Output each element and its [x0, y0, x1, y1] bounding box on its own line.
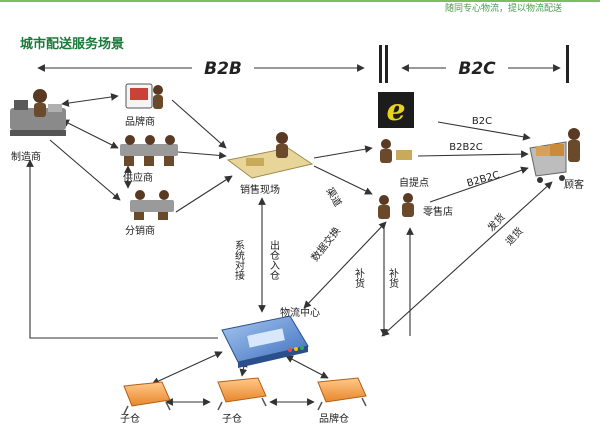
- node-customer: 顾客: [529, 128, 584, 191]
- tagline: 随同专心物流，提以物流配送: [445, 2, 562, 14]
- section-divider-right: [566, 45, 569, 83]
- node-brand: 品牌商: [125, 83, 163, 128]
- edge-brand-sales: [171, 99, 227, 149]
- page-title: 城市配送服务场景: [20, 36, 124, 52]
- edge-label-in-out: 出仓入仓: [268, 239, 280, 280]
- node-distributor: 分销商: [125, 190, 174, 237]
- retail-store-label: 零售店: [423, 205, 453, 218]
- edge-logistics-brandwh: [285, 355, 329, 379]
- svg-text:e: e: [386, 93, 405, 128]
- manufacturer-label: 制造商: [11, 150, 41, 163]
- edge-label-return: 退货: [503, 224, 526, 248]
- distributor-icon: [130, 190, 174, 220]
- node-manufacturer: 制造商: [10, 89, 66, 163]
- sub-warehouse-1-label: 子仓: [120, 412, 140, 425]
- customer-icon: [529, 128, 580, 183]
- pickup-point-icon: [380, 139, 412, 163]
- section-divider-left: [379, 45, 382, 83]
- edge-b2c: [437, 121, 531, 141]
- b2c-label: B2C: [458, 59, 496, 79]
- edge-label-restock-1: 补货: [353, 267, 365, 289]
- warehouse-icon: [217, 377, 267, 411]
- node-logistics-center: 物流中心: [221, 306, 320, 368]
- node-pickup-point: 自提点: [380, 139, 429, 189]
- edge-label-system-docking: 系统对接: [233, 240, 245, 281]
- pickup-point-label: 自提点: [399, 176, 429, 189]
- sub-warehouse-2-label: 子仓: [222, 412, 242, 425]
- edge-logistics-sub1: [151, 351, 223, 385]
- edge-manufacturer-supplier: [61, 119, 119, 149]
- manufacturer-icon: [10, 89, 66, 136]
- brand-warehouse-label: 品牌仓: [319, 412, 349, 425]
- node-sub-warehouse-1: 子仓: [120, 381, 171, 425]
- distributor-label: 分销商: [125, 224, 155, 237]
- edge-label-b2c: B2C: [472, 116, 492, 127]
- edge-distributor-sales: [175, 175, 233, 213]
- sales-site-label: 销售现场: [240, 183, 280, 196]
- retail-store-icon: [378, 193, 414, 219]
- brand-label: 品牌商: [125, 115, 155, 128]
- node-retail-store: 零售店: [378, 193, 453, 219]
- warehouse-icon: [317, 377, 367, 411]
- header-accent-line: [0, 0, 600, 2]
- edge-logistics-manufacturer: [26, 159, 218, 339]
- edge-manufacturer-brand: [61, 93, 119, 107]
- supplier-label: 供应商: [123, 171, 153, 184]
- edge-supplier-sales: [177, 151, 227, 160]
- edges: [26, 93, 553, 406]
- b2b-label: B2B: [204, 59, 242, 79]
- section-b2c: B2C: [401, 58, 561, 79]
- e-commerce-icon: e: [378, 92, 414, 128]
- edge-data-exchange: [303, 221, 387, 309]
- edge-manufacturer-distributor: [49, 139, 121, 201]
- edge-sales-retail: [313, 165, 373, 195]
- supplier-icon: [120, 135, 178, 166]
- warehouse-icon: [123, 381, 171, 415]
- logistics-center-label: 物流中心: [280, 306, 320, 319]
- node-sales-site: 销售现场: [226, 132, 314, 196]
- edge-sales-pickup: [313, 145, 373, 159]
- section-divider-left-2: [385, 45, 388, 83]
- customer-label: 顾客: [564, 178, 584, 191]
- brand-icon: [125, 83, 163, 109]
- node-sub-warehouse-2: 子仓: [217, 377, 267, 425]
- edge-label-channel: 渠道: [323, 185, 344, 209]
- edge-label-b2b2c-2: B2B2C: [466, 170, 501, 190]
- edge-delivery-return: [381, 181, 553, 337]
- edge-label-restock-2: 补货: [387, 267, 399, 289]
- section-b2b: B2B: [37, 58, 365, 79]
- edge-pickup-customer: [417, 150, 529, 158]
- edge-label-delivery: 发货: [485, 210, 508, 234]
- node-brand-warehouse: 品牌仓: [317, 377, 367, 425]
- sales-site-icon: [226, 132, 314, 179]
- node-supplier: 供应商: [120, 135, 178, 184]
- edge-label-b2b2c-1: B2B2C: [449, 142, 482, 153]
- logistics-center-icon: [221, 315, 309, 368]
- edge-label-data-exchange: 数据交换: [308, 224, 343, 264]
